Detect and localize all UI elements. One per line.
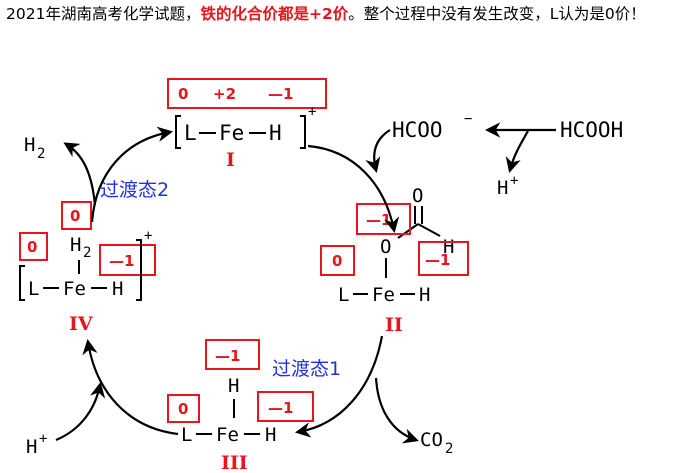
formate: HCOO [392,118,443,142]
ox-box-ii-l [320,245,355,276]
reagents: HCOO − HCOOH H + H + CO 2 H 2 [24,111,623,458]
atom-iv-h2: H [70,234,81,256]
atom-ii-h: H [419,284,430,306]
caption-part2: 。整个过程中没有发生改变，L认为是0价！ [348,5,646,23]
ox-iii-h-top: —1 [215,347,240,365]
atom-iv-fe: Fe [63,278,86,300]
ox-iv-h2-right: —1 [109,252,134,270]
ox-i-l: 0 [178,85,188,103]
atom-ii-l: L [338,284,349,306]
arrow-i-to-ii [307,144,400,234]
bracket-right-i [300,115,306,149]
proton-top-charge: + [510,173,518,189]
arrow-proton-entry [55,381,106,442]
arrow-h2-release [63,142,97,206]
label-ii: II [385,314,403,336]
charge-i: + [308,104,316,120]
atom-i-fe: Fe [219,121,244,145]
caption: 2021年湖南高考化学试题，铁的化合价都是+2价。整个过程中没有发生改变，L认为… [6,3,690,25]
h2-product: H [24,134,35,156]
arrow-co2-release [374,377,419,444]
reaction-arrows [55,122,556,444]
ox-ii-formate: —1 [425,251,450,269]
ox-box-iii-h-top [205,339,260,370]
ts2-label: 过渡态2 [100,179,169,201]
atom-i-h: H [269,121,282,145]
bracket-right-iv [136,239,142,301]
ox-box-iii-l [167,394,200,423]
proton-bottom-charge: + [39,431,47,447]
species-iii: —1 H 0 —1 L Fe H III [167,339,314,473]
atom-iv-l: L [28,278,39,300]
ox-i-h: —1 [268,85,293,103]
species-iv: 0 0 —1 H 2 + L Fe H IV [19,201,156,335]
ox-box-iv-h2-left [61,201,92,230]
arrow-formate-entry [365,129,391,173]
label-iv: IV [69,313,94,335]
proton-bottom: H [26,436,37,458]
atom-iii-h-top: H [228,375,239,397]
species-ii: O —1 H —1 0 O L Fe H II [320,185,469,336]
ox-iv-h2-left: 0 [70,207,80,225]
ox-iv-l: 0 [27,238,37,256]
proton-top: H [497,177,508,199]
ox-box-iv-h2-right [99,244,156,276]
arrow-proton-release [505,130,529,173]
label-i: I [226,149,235,171]
atom-iii-fe: Fe [216,424,239,446]
atom-iv-h2-sub: 2 [83,245,91,261]
arrow-ii-to-iii [294,335,384,438]
atom-iii-h: H [265,424,276,446]
formic-acid: HCOOH [560,118,623,142]
bracket-left-i [175,115,181,149]
atom-ii-o-carbonyl: O [412,185,423,207]
co2: CO [420,429,443,451]
bracket-left-iv [19,265,25,301]
bond-ii-c-o [397,223,419,239]
atom-iv-h: H [112,278,123,300]
formate-charge: − [464,111,472,127]
h2-product-sub: 2 [37,146,45,162]
ox-iii-h: —1 [268,399,293,417]
species-i: 0 +2 —1 L Fe H + I [167,78,327,171]
charge-iv: + [144,228,152,244]
ox-box-ii-fe-h [356,203,411,235]
bond-ii-c-h [417,223,441,237]
atom-ii-o-bound: O [380,236,391,258]
ox-ii-l: 0 [332,252,342,270]
ox-i-fe: +2 [213,85,236,103]
ox-box-iv-l [19,232,48,261]
ts1-label: 过渡态1 [272,358,341,380]
arrow-iii-to-iv [82,338,179,436]
ox-ii-fe-h: —1 [366,211,391,229]
arrow-iv-to-i [90,126,174,223]
caption-highlight-a: 铁的化合价都是 [200,5,309,23]
label-iii: III [221,452,248,473]
ox-iii-l: 0 [178,400,188,418]
atom-ii-fe: Fe [372,284,395,306]
ox-box-iii-h [257,391,314,422]
atom-i-l: L [184,121,197,145]
atom-iii-l: L [181,424,192,446]
co2-sub: 2 [445,441,453,457]
atom-ii-h-formate: H [443,236,454,258]
caption-part1: 2021年湖南高考化学试题， [6,5,201,23]
caption-highlight-b: +2价 [308,5,349,23]
ox-box-i [167,78,327,109]
ox-box-ii-formate [418,241,469,276]
